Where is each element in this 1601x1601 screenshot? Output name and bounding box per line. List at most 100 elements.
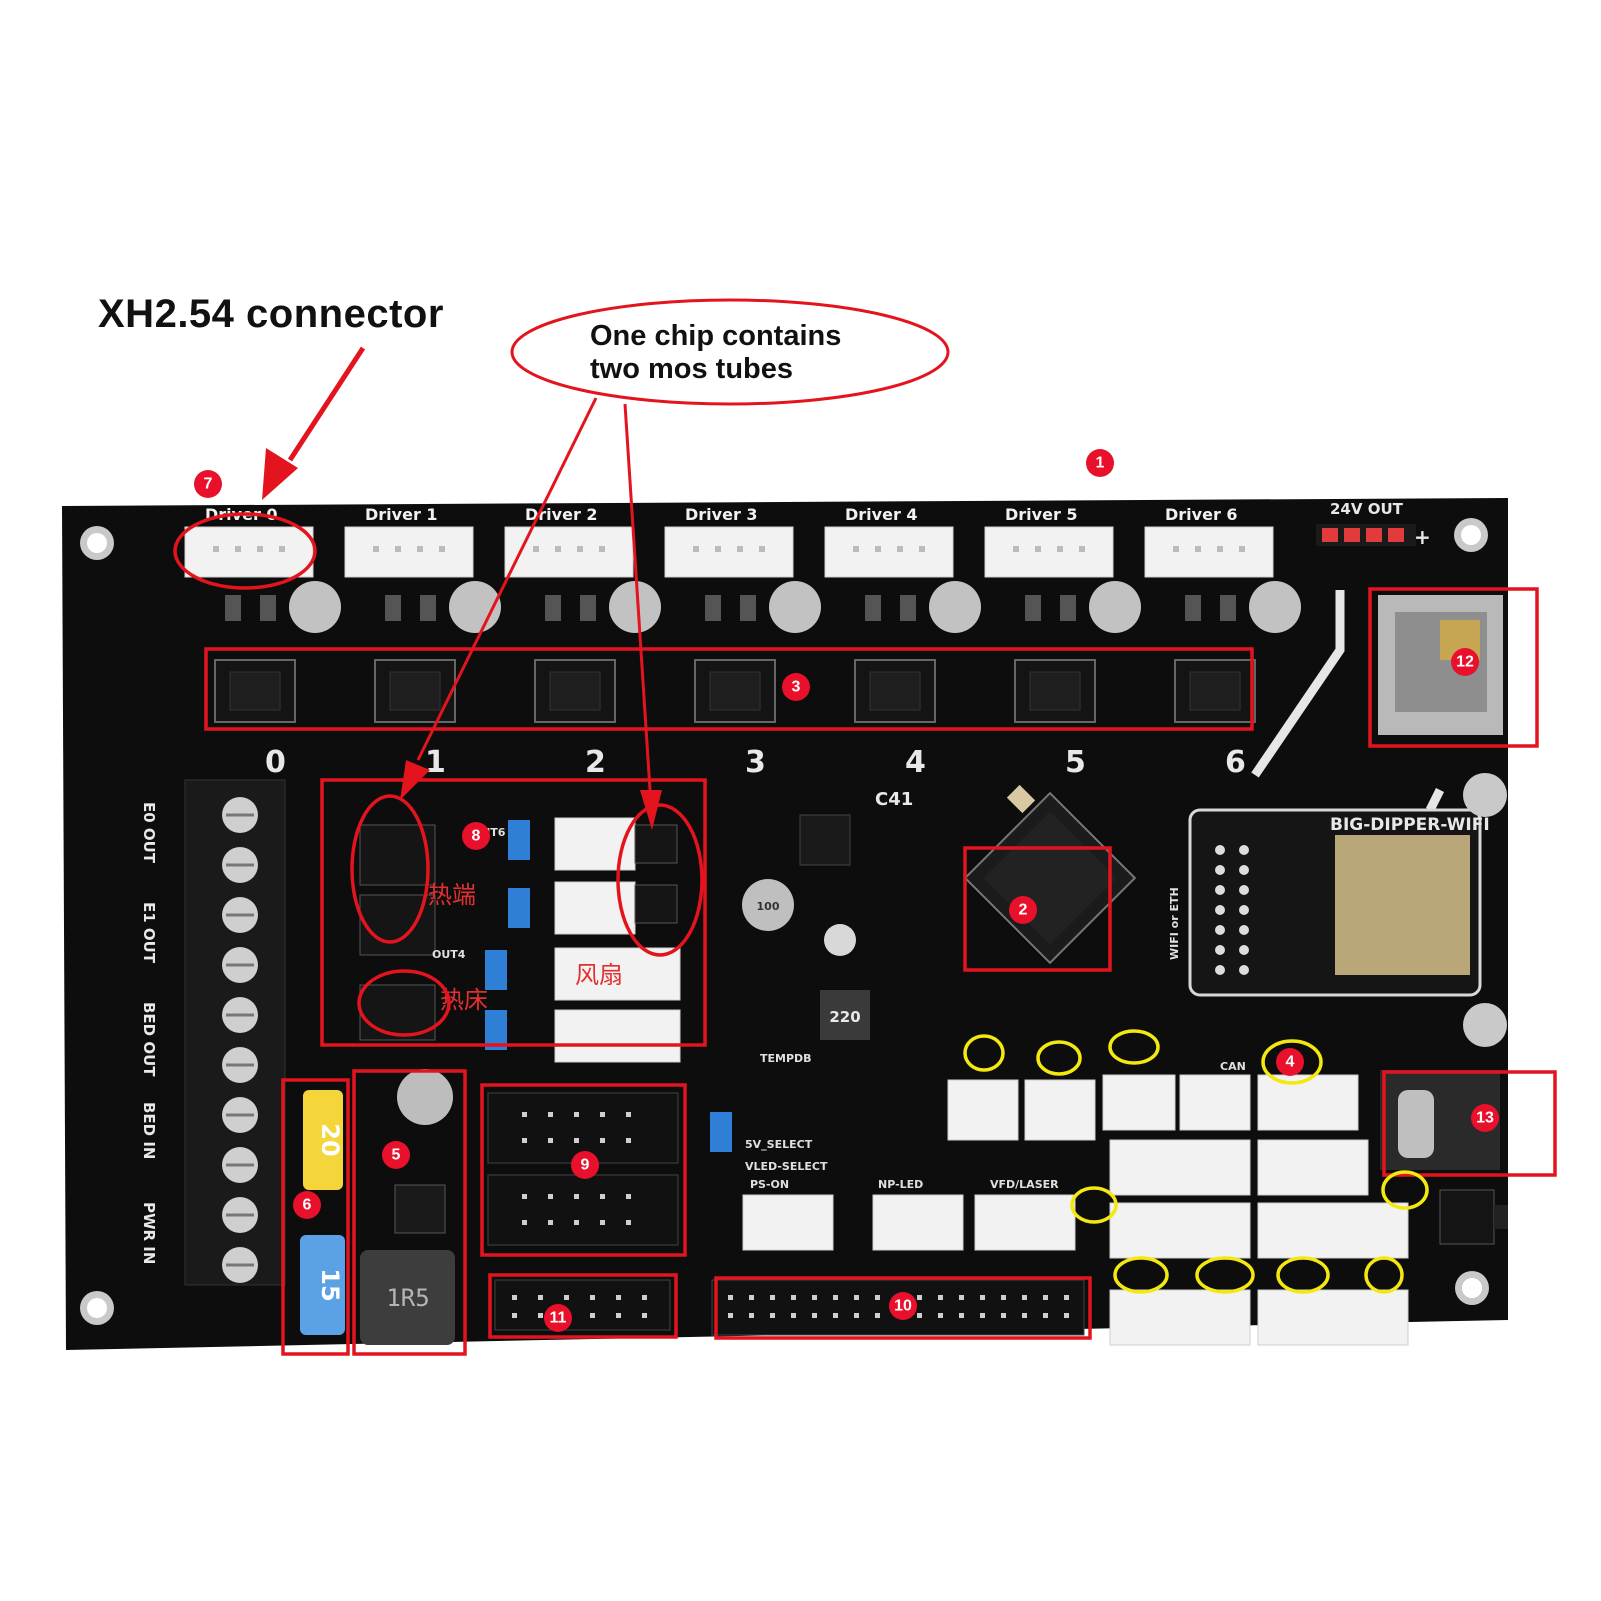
number-marker-10	[889, 1292, 917, 1320]
header-pin	[812, 1313, 817, 1318]
blue-jumper	[508, 888, 530, 928]
connector-pin	[1035, 546, 1041, 552]
header-pin	[626, 1194, 631, 1199]
number-marker-label: 5	[392, 1147, 401, 1164]
power-terminal-label: E1 OUT	[140, 902, 158, 964]
header-pin	[600, 1138, 605, 1143]
arrow-xh-connector	[287, 346, 366, 462]
header-pin	[600, 1194, 605, 1199]
sense-resistor	[1220, 595, 1236, 621]
pin-headers	[487, 1092, 1085, 1336]
yellow-mark	[1070, 1186, 1118, 1224]
fan-chinese-label: 风扇	[575, 961, 623, 989]
header-pin	[749, 1295, 754, 1300]
header-pin	[917, 1295, 922, 1300]
number-marker-label: 8	[472, 828, 481, 845]
wifi-pin	[1239, 965, 1249, 975]
connector-pin	[1217, 546, 1223, 552]
number-marker-5	[382, 1141, 410, 1169]
wifi-pin	[1215, 845, 1225, 855]
power-terminal-label: E0 OUT	[140, 802, 158, 864]
connector-pin	[599, 546, 605, 552]
sense-resistor	[705, 595, 721, 621]
wifi-pin	[1215, 865, 1225, 875]
header-pin	[1001, 1295, 1006, 1300]
number-marker-label: 7	[204, 476, 213, 493]
silk-5v-select: 5V_SELECT	[745, 1138, 813, 1151]
box-buck	[352, 1069, 467, 1356]
box-expansion-header	[714, 1276, 1092, 1340]
out-24v-label: 24V OUT	[1330, 500, 1404, 518]
header-pin	[980, 1313, 985, 1318]
ellipse-mos-right	[616, 803, 704, 957]
connector-pin	[759, 546, 765, 552]
number-marker-13	[1471, 1104, 1499, 1132]
connector-pin	[235, 546, 241, 552]
header-pin	[574, 1112, 579, 1117]
wifi-pin	[1215, 945, 1225, 955]
driver-label: Driver 1	[365, 505, 438, 524]
lower-connector-field	[742, 1074, 1409, 1346]
number-marker-label: 3	[792, 679, 801, 696]
connector-pin	[279, 546, 285, 552]
driver-connector	[344, 526, 474, 578]
header-pin	[522, 1112, 527, 1117]
silk-tempdb: TEMPDB	[760, 1052, 812, 1065]
number-marker-3	[782, 673, 810, 701]
header-pin	[1022, 1313, 1027, 1318]
driver-label: Driver 6	[1165, 505, 1238, 524]
number-marker-6	[293, 1191, 321, 1219]
fuse-bottom-label: 15	[316, 1268, 344, 1301]
header-pin	[626, 1138, 631, 1143]
white-connector	[1024, 1079, 1096, 1141]
wifi-module-label: BIG-DIPPER-WIFI	[1330, 815, 1490, 835]
yellow-mark	[1381, 1170, 1429, 1210]
number-marker-label: 6	[303, 1197, 312, 1214]
wifi-pin	[1239, 845, 1249, 855]
wifi-side-label: WIFI or ETH	[1168, 887, 1181, 960]
blue-jumper	[508, 820, 530, 860]
header-pin	[1064, 1313, 1069, 1318]
driver-chip-die	[709, 671, 761, 711]
sense-resistor	[1025, 595, 1041, 621]
header-pin	[959, 1295, 964, 1300]
fuse-20a	[303, 1090, 343, 1190]
header-pin	[574, 1138, 579, 1143]
connector-pin	[1079, 546, 1085, 552]
out4-label: OUT4	[432, 948, 466, 961]
number-marker-8	[462, 822, 490, 850]
wifi-pin	[1239, 905, 1249, 915]
silk-np-led: NP-LED	[878, 1178, 923, 1191]
driver-chip-die	[389, 671, 441, 711]
driver-connector	[984, 526, 1114, 578]
header-pin	[538, 1313, 543, 1318]
connector-pin	[875, 546, 881, 552]
silk-stripe	[1425, 787, 1445, 813]
blue-jumper	[485, 1010, 507, 1050]
driver-connector	[1144, 526, 1274, 578]
yellow-mark	[1364, 1256, 1404, 1294]
number-marker-label: 2	[1019, 902, 1028, 919]
white-connector	[1257, 1202, 1409, 1259]
connector-pin	[853, 546, 859, 552]
header-pin	[980, 1295, 985, 1300]
connector-pin	[577, 546, 583, 552]
red-highlights	[173, 512, 1557, 1356]
white-connector	[872, 1194, 964, 1251]
number-marker-7	[194, 470, 222, 498]
white-connector	[947, 1079, 1019, 1141]
header-pin	[770, 1313, 775, 1318]
mos-chip-right	[634, 884, 678, 924]
header-pin	[616, 1313, 621, 1318]
buck-inductor	[360, 1250, 455, 1345]
silk-vfd-laser: VFD/LASER	[990, 1178, 1059, 1191]
wifi-pin	[1215, 905, 1225, 915]
sense-resistor	[545, 595, 561, 621]
driver-chip-die	[869, 671, 921, 711]
number-marker-label: 10	[894, 1298, 912, 1315]
capacitor-label: 100	[757, 900, 780, 913]
yellow-mark	[1108, 1029, 1160, 1065]
